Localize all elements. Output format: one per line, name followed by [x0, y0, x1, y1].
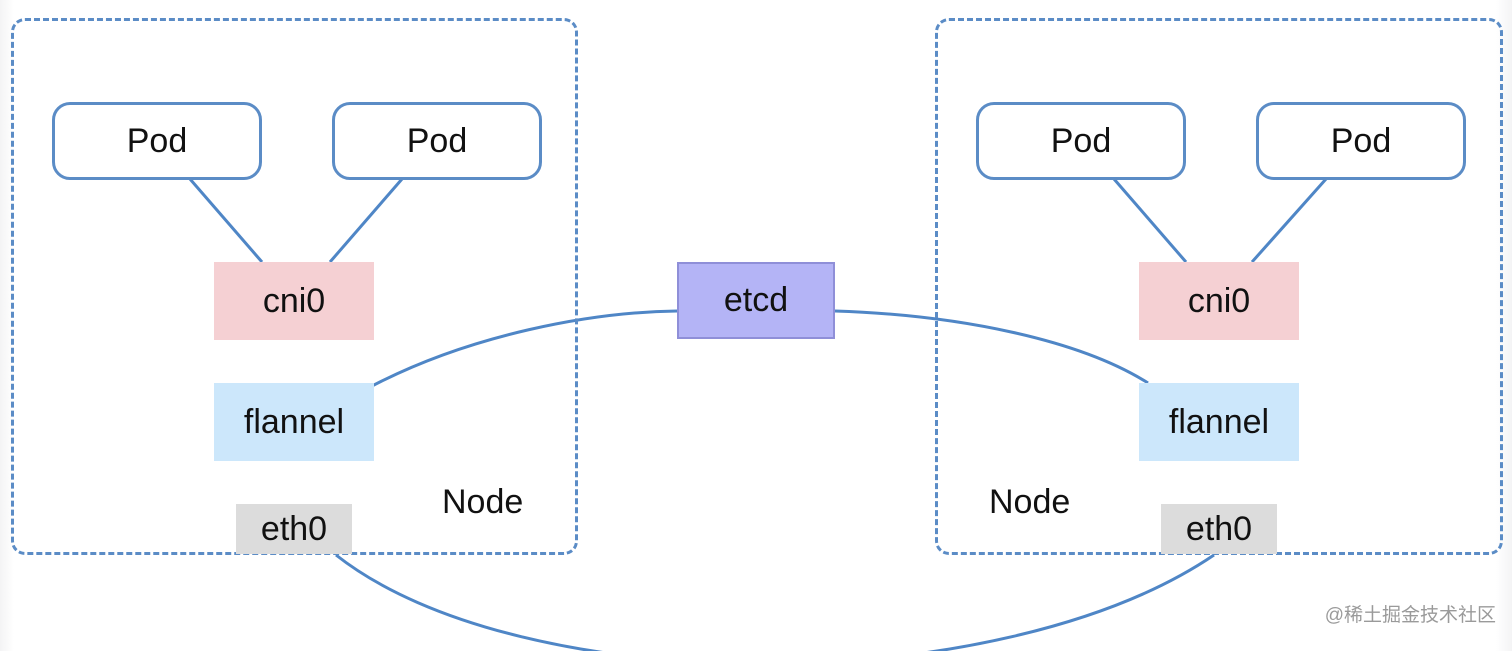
pod-left-2: Pod — [332, 102, 542, 180]
node-right-label: Node — [989, 483, 1071, 521]
flannel-left-agent: flannel — [214, 383, 374, 461]
pod-label: Pod — [1050, 121, 1112, 160]
etcd-label: etcd — [723, 281, 789, 319]
eth0-label: eth0 — [1185, 509, 1253, 548]
pod-right-2: Pod — [1256, 102, 1466, 180]
pod-right-1: Pod — [976, 102, 1186, 180]
flannel-right-agent: flannel — [1139, 383, 1299, 461]
eth0-label: eth0 — [260, 509, 328, 548]
flannel-label: flannel — [1168, 402, 1270, 441]
etcd-store: etcd — [677, 262, 835, 339]
watermark-text: @稀土掘金技术社区 — [1324, 605, 1496, 626]
node-left-label: Node — [442, 483, 524, 521]
cni0-right-bridge: cni0 — [1139, 262, 1299, 340]
link-eth0-left-eth0-right — [335, 553, 1215, 651]
eth0-right-interface: eth0 — [1161, 504, 1277, 554]
pod-left-1: Pod — [52, 102, 262, 180]
pod-label: Pod — [1330, 121, 1392, 160]
cni0-left-bridge: cni0 — [214, 262, 374, 340]
pod-label: Pod — [406, 121, 468, 160]
pod-label: Pod — [126, 121, 188, 160]
cni0-label: cni0 — [262, 281, 326, 320]
flannel-label: flannel — [243, 402, 345, 441]
eth0-left-interface: eth0 — [236, 504, 352, 554]
cni0-label: cni0 — [1187, 281, 1251, 320]
